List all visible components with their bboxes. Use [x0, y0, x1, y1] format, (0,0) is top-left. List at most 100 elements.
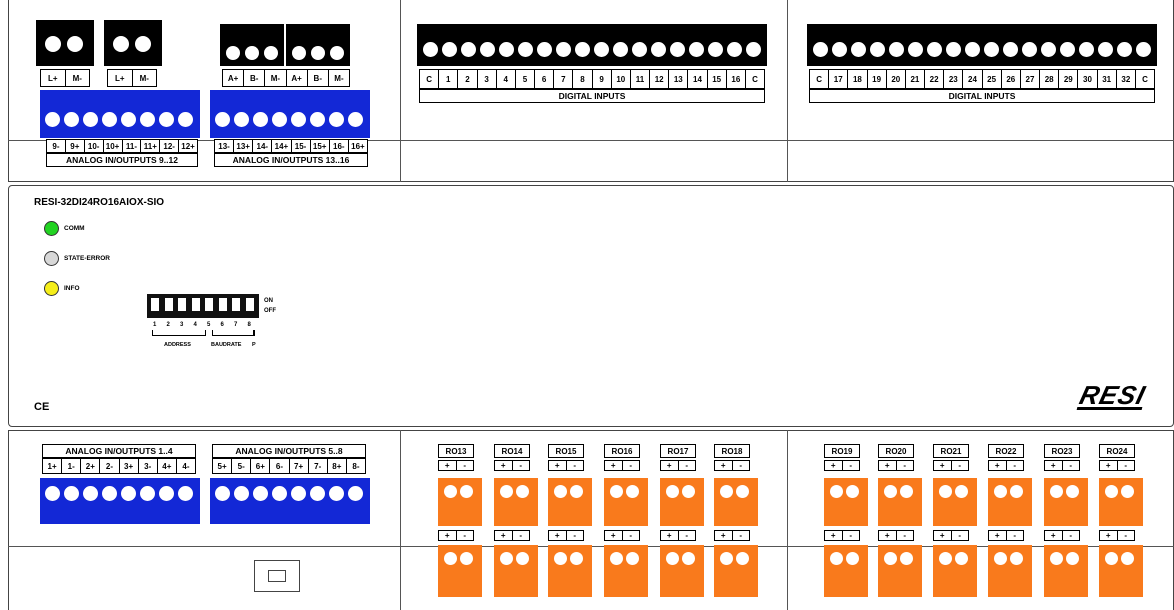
pin-label: 25	[983, 70, 1002, 88]
relay-polarity: +-	[1099, 530, 1135, 541]
pin-label: 12+	[181, 141, 195, 151]
status-led	[44, 251, 59, 266]
screw	[67, 36, 83, 52]
pin-label: 24	[963, 70, 983, 88]
pin-label: 4-	[182, 461, 190, 471]
screw	[1060, 42, 1075, 57]
screw	[159, 112, 174, 127]
screw	[480, 42, 495, 57]
dip-key[interactable]	[218, 298, 227, 311]
pin-label: 11+	[141, 140, 161, 152]
dip-key[interactable]	[191, 298, 200, 311]
divider	[8, 140, 1174, 141]
relay-terminal-orange	[1044, 478, 1088, 526]
screw	[889, 42, 904, 57]
polarity-sign: -	[1124, 531, 1128, 540]
relay-terminal-orange	[824, 545, 868, 597]
pin-label: 15+	[311, 140, 330, 152]
screw	[518, 42, 533, 57]
relay-polarity: +-	[878, 460, 914, 471]
dip-key[interactable]	[232, 298, 240, 311]
pin-label: 10-	[85, 140, 104, 152]
screw	[927, 42, 942, 57]
pin-label: 3+	[120, 459, 139, 473]
analog-caption-5-8: ANALOG IN/OUTPUTS 5..8	[212, 444, 366, 458]
screw	[720, 552, 733, 565]
relay-terminal-orange	[494, 478, 538, 526]
relay-terminal-orange	[1099, 545, 1143, 597]
dip-off-label: OFF	[264, 308, 276, 314]
pin-label: 1+	[43, 459, 63, 473]
bracket-address	[152, 330, 206, 336]
pin-label: 15-	[292, 140, 311, 152]
pin-label: 28	[1040, 70, 1060, 88]
pin-label: 11-	[123, 140, 142, 152]
polarity-sign: -	[519, 461, 523, 470]
screw	[1066, 552, 1079, 565]
screw	[727, 42, 742, 57]
pin-label: 4	[497, 70, 516, 88]
relay-polarity: +-	[660, 530, 696, 541]
screw	[610, 552, 623, 565]
pin-label: M-	[139, 73, 149, 83]
dip-key[interactable]	[245, 298, 254, 311]
screw	[102, 486, 117, 501]
screw	[830, 485, 843, 498]
pin-label: 2-	[100, 459, 120, 473]
pin-label: 8	[573, 70, 593, 88]
di-caption-left: DIGITAL INPUTS	[419, 89, 765, 103]
analog-terminal-5-8	[210, 478, 370, 524]
screw	[1121, 552, 1134, 565]
relay-terminal-orange	[714, 478, 758, 526]
bracket-baudrate	[212, 330, 254, 336]
relay-polarity: +-	[878, 530, 914, 541]
screw	[264, 46, 278, 60]
screw	[215, 486, 230, 501]
pin-label: 9-	[47, 140, 66, 152]
relay-polarity: +-	[604, 460, 640, 471]
screw	[1050, 552, 1063, 565]
screw	[994, 485, 1007, 498]
relay-terminal-orange	[660, 478, 704, 526]
screw	[272, 112, 287, 127]
pin-label: 31	[1098, 70, 1117, 88]
analog-pin-row-13-16: 13-13+14-14+15-15+16-16+	[214, 139, 368, 153]
relay-polarity: +-	[1099, 460, 1135, 471]
screw	[1098, 42, 1113, 57]
relay-terminal-orange	[548, 545, 592, 597]
relay-label: RO23	[1044, 444, 1080, 458]
pin-label: 26	[1002, 70, 1021, 88]
screw	[1041, 42, 1056, 57]
dip-key[interactable]	[164, 298, 173, 311]
screw	[83, 486, 98, 501]
screw	[955, 552, 968, 565]
pin-label: 8+	[328, 459, 347, 473]
relay-polarity: +-	[548, 460, 584, 471]
screw	[1010, 485, 1023, 498]
relay-polarity: +-	[988, 530, 1024, 541]
pin-label: 8-	[352, 461, 360, 471]
relay-label: RO20	[878, 444, 914, 458]
dip-key[interactable]	[151, 298, 159, 311]
pin-label: 1-	[62, 459, 82, 473]
dip-key[interactable]	[178, 298, 186, 311]
screw	[291, 486, 306, 501]
pin-label: A+	[223, 70, 245, 86]
screw	[500, 552, 513, 565]
screw	[442, 42, 457, 57]
screw	[516, 552, 529, 565]
dip-key[interactable]	[205, 298, 213, 311]
pin-label: M-	[265, 70, 287, 86]
analog-pin-row-5-8: 5+5-6+6-7+7-8+8-	[212, 458, 366, 474]
screw	[45, 486, 60, 501]
screw	[291, 112, 306, 127]
screw	[113, 36, 129, 52]
screw	[626, 485, 639, 498]
polarity-sign: -	[739, 531, 743, 540]
pin-label: 6+	[251, 459, 271, 473]
analog-caption-13-16: ANALOG IN/OUTPUTS 13..16	[214, 153, 368, 167]
screw	[83, 112, 98, 127]
screw	[689, 42, 704, 57]
polarity-sign: +	[1045, 461, 1063, 470]
polarity-sign: +	[715, 531, 733, 540]
